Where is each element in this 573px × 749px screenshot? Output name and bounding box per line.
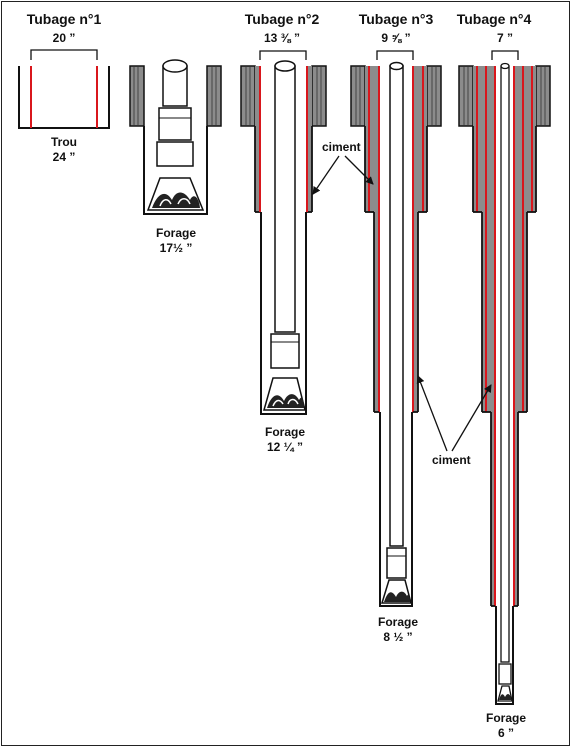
cement-arrow-upper-1 [312, 155, 340, 195]
drilling-8-5-label-1: Forage [378, 615, 418, 629]
outer-wall-left [240, 65, 256, 127]
hole-8-5-outline [379, 412, 413, 607]
casing-1-title: Tubage n°1 [27, 11, 102, 27]
drilling-6-label-1: Forage [486, 711, 526, 725]
hole-6-outline [495, 606, 514, 705]
drilling-8-5-label-2: 8 ½ ” [383, 630, 412, 644]
casing-1-diameter: 20 ” [53, 31, 76, 45]
casing-1-bottom-label-2: 24 ” [53, 150, 76, 164]
drill-bit-icon [380, 579, 412, 604]
casing-2-diameter: 13 ⅜ ” [264, 31, 300, 45]
casing-3-well [350, 61, 442, 607]
casing-3-header: Tubage n°3 9 ⅝ ” [359, 11, 434, 60]
cement-sheath-inner-left [374, 66, 379, 412]
casing-4-header: Tubage n°4 7 ” [457, 11, 532, 60]
drill-string [498, 62, 512, 685]
drill-bit-icon [497, 685, 513, 702]
drill-string [270, 60, 300, 369]
casing-2-bracket [259, 50, 307, 60]
cement-arrow-upper-2 [344, 155, 374, 185]
casing-2-header: Tubage n°2 13 ⅜ ” [245, 11, 320, 60]
drilling-12-25-label-2: 12 ¼ ” [267, 440, 303, 454]
drilling-17-5-label-2: 17½ ” [160, 241, 193, 255]
casing-1-header: Tubage n°1 20 ” [27, 11, 102, 60]
cement-wall-right [206, 65, 222, 127]
outer-wall-left [350, 65, 366, 127]
casing-3-bracket [376, 50, 414, 60]
hole-outline [18, 66, 110, 129]
casing-3-title: Tubage n°3 [359, 11, 434, 27]
drilling-12-25-label-1: Forage [265, 425, 305, 439]
casing-2-well [240, 60, 327, 415]
drilling-6-label-2: 6 ” [498, 726, 514, 740]
casing-3-diameter: 9 ⅝ ” [381, 31, 410, 45]
casing-1-bottom-label-1: Trou [51, 135, 77, 149]
cement-sheath-inner-right [413, 66, 418, 412]
drilling-17-5-well [129, 59, 222, 215]
casing-4-well [458, 62, 551, 705]
casing-1-bracket [30, 49, 98, 60]
casing-1-well [18, 66, 110, 129]
cement-label-lower: ciment [432, 453, 471, 467]
hole-17-5-outline [143, 126, 208, 215]
cement-label-upper: ciment [322, 140, 361, 154]
cement-sheath-left [255, 66, 260, 212]
casing-4-title: Tubage n°4 [457, 11, 532, 27]
outer-wall-right [535, 65, 551, 127]
cement-arrow-lower-2 [451, 384, 492, 452]
cement-sheath-right [307, 66, 312, 212]
drilling-17-5-label-1: Forage [156, 226, 196, 240]
drill-string [386, 61, 407, 579]
drill-bit-icon [263, 377, 306, 411]
casing-4-bracket [491, 50, 519, 60]
drill-bit-icon [146, 177, 205, 211]
outer-wall-left [458, 65, 474, 127]
outer-wall-right [311, 65, 327, 127]
casing-4-diameter: 7 ” [497, 31, 513, 45]
hole-12-25-outline [260, 212, 307, 415]
casing-2-title: Tubage n°2 [245, 11, 320, 27]
cement-arrow-lower-1 [416, 375, 448, 452]
outer-wall-right [426, 65, 442, 127]
drill-string [156, 59, 194, 167]
cement-wall-left [129, 65, 145, 127]
